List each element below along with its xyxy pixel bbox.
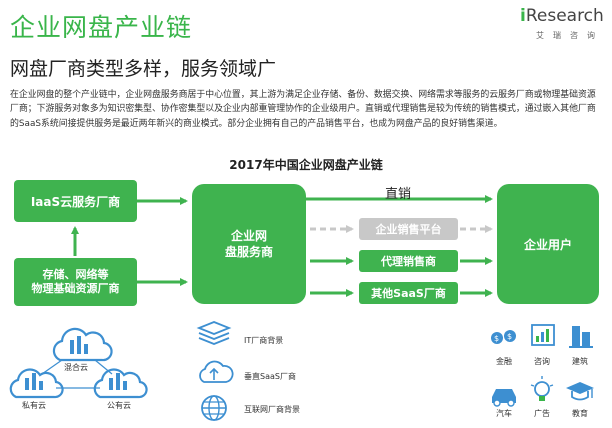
car-icon [492,389,516,407]
cloud-upload-icon [199,360,234,383]
industry-education-label: 教育 [572,409,588,418]
logo-prefix: i [520,6,526,26]
page-subtitle: 网盘厂商类型多样，服务领域广 [10,58,277,80]
lightbulb-icon [530,376,554,401]
public-cloud-icon [93,368,148,399]
building-icon [569,326,593,348]
page-title: 企业网盘产业链 [10,13,193,42]
infra-line-2: 物理基础资源厂商 [31,282,120,295]
iresearch-logo: iResearch [520,6,604,26]
enterprise-user-box: 企业用户 [497,184,599,304]
direct-sales-label: 直销 [385,187,412,202]
internet-vendor-label: 互联网厂商背景 [244,405,300,414]
logo-name: Research [525,6,604,26]
iaas-provider-box: IaaS云服务厂商 [14,180,137,222]
sales-platform-box: 企业销售平台 [359,218,458,240]
sales-agent-box: 代理销售商 [359,250,458,272]
cloud-connector-lines [41,359,113,389]
svg-text:$: $ [507,332,512,341]
industry-building-label: 建筑 [572,357,588,366]
industry-finance-label: 金融 [496,357,512,366]
industry-advertising-label: 广告 [534,409,550,418]
industry-consulting-label: 咨询 [534,357,550,366]
industry-auto-label: 汽车 [496,409,512,418]
logo-subtitle: 艾瑞咨询 [536,31,604,40]
hybrid-cloud-label: 混合云 [64,363,88,372]
svg-text:$: $ [494,334,499,343]
center-line-1: 企业网 [230,229,267,243]
globe-icon [201,395,227,421]
graduation-cap-icon [566,382,594,401]
infrastructure-provider-box: 存储、网络等 物理基础资源厂商 [14,258,137,306]
it-vendor-label: IT厂商背景 [244,336,284,345]
consulting-icon [531,324,555,346]
layers-icon [196,321,232,345]
saas-vendor-box: 其他SaaS厂商 [359,282,458,304]
infra-line-1: 存储、网络等 [42,268,109,281]
public-cloud-label: 公有云 [107,401,131,410]
intro-paragraph: 在企业网盘的整个产业链中，企业网盘服务商居于中心位置，其上游为满足企业存储、备份… [10,90,596,129]
saas-vendor-label: 垂直SaaS厂商 [244,372,296,381]
hybrid-cloud-icon [52,327,113,362]
center-line-2: 盘服务商 [224,245,273,259]
netdisk-provider-box: 企业网 盘服务商 [192,184,306,304]
private-cloud-label: 私有云 [22,401,46,410]
private-cloud-icon [9,368,64,399]
diagram-title: 2017年中国企业网盘产业链 [229,158,383,172]
finance-icon: $ $ [491,330,516,344]
